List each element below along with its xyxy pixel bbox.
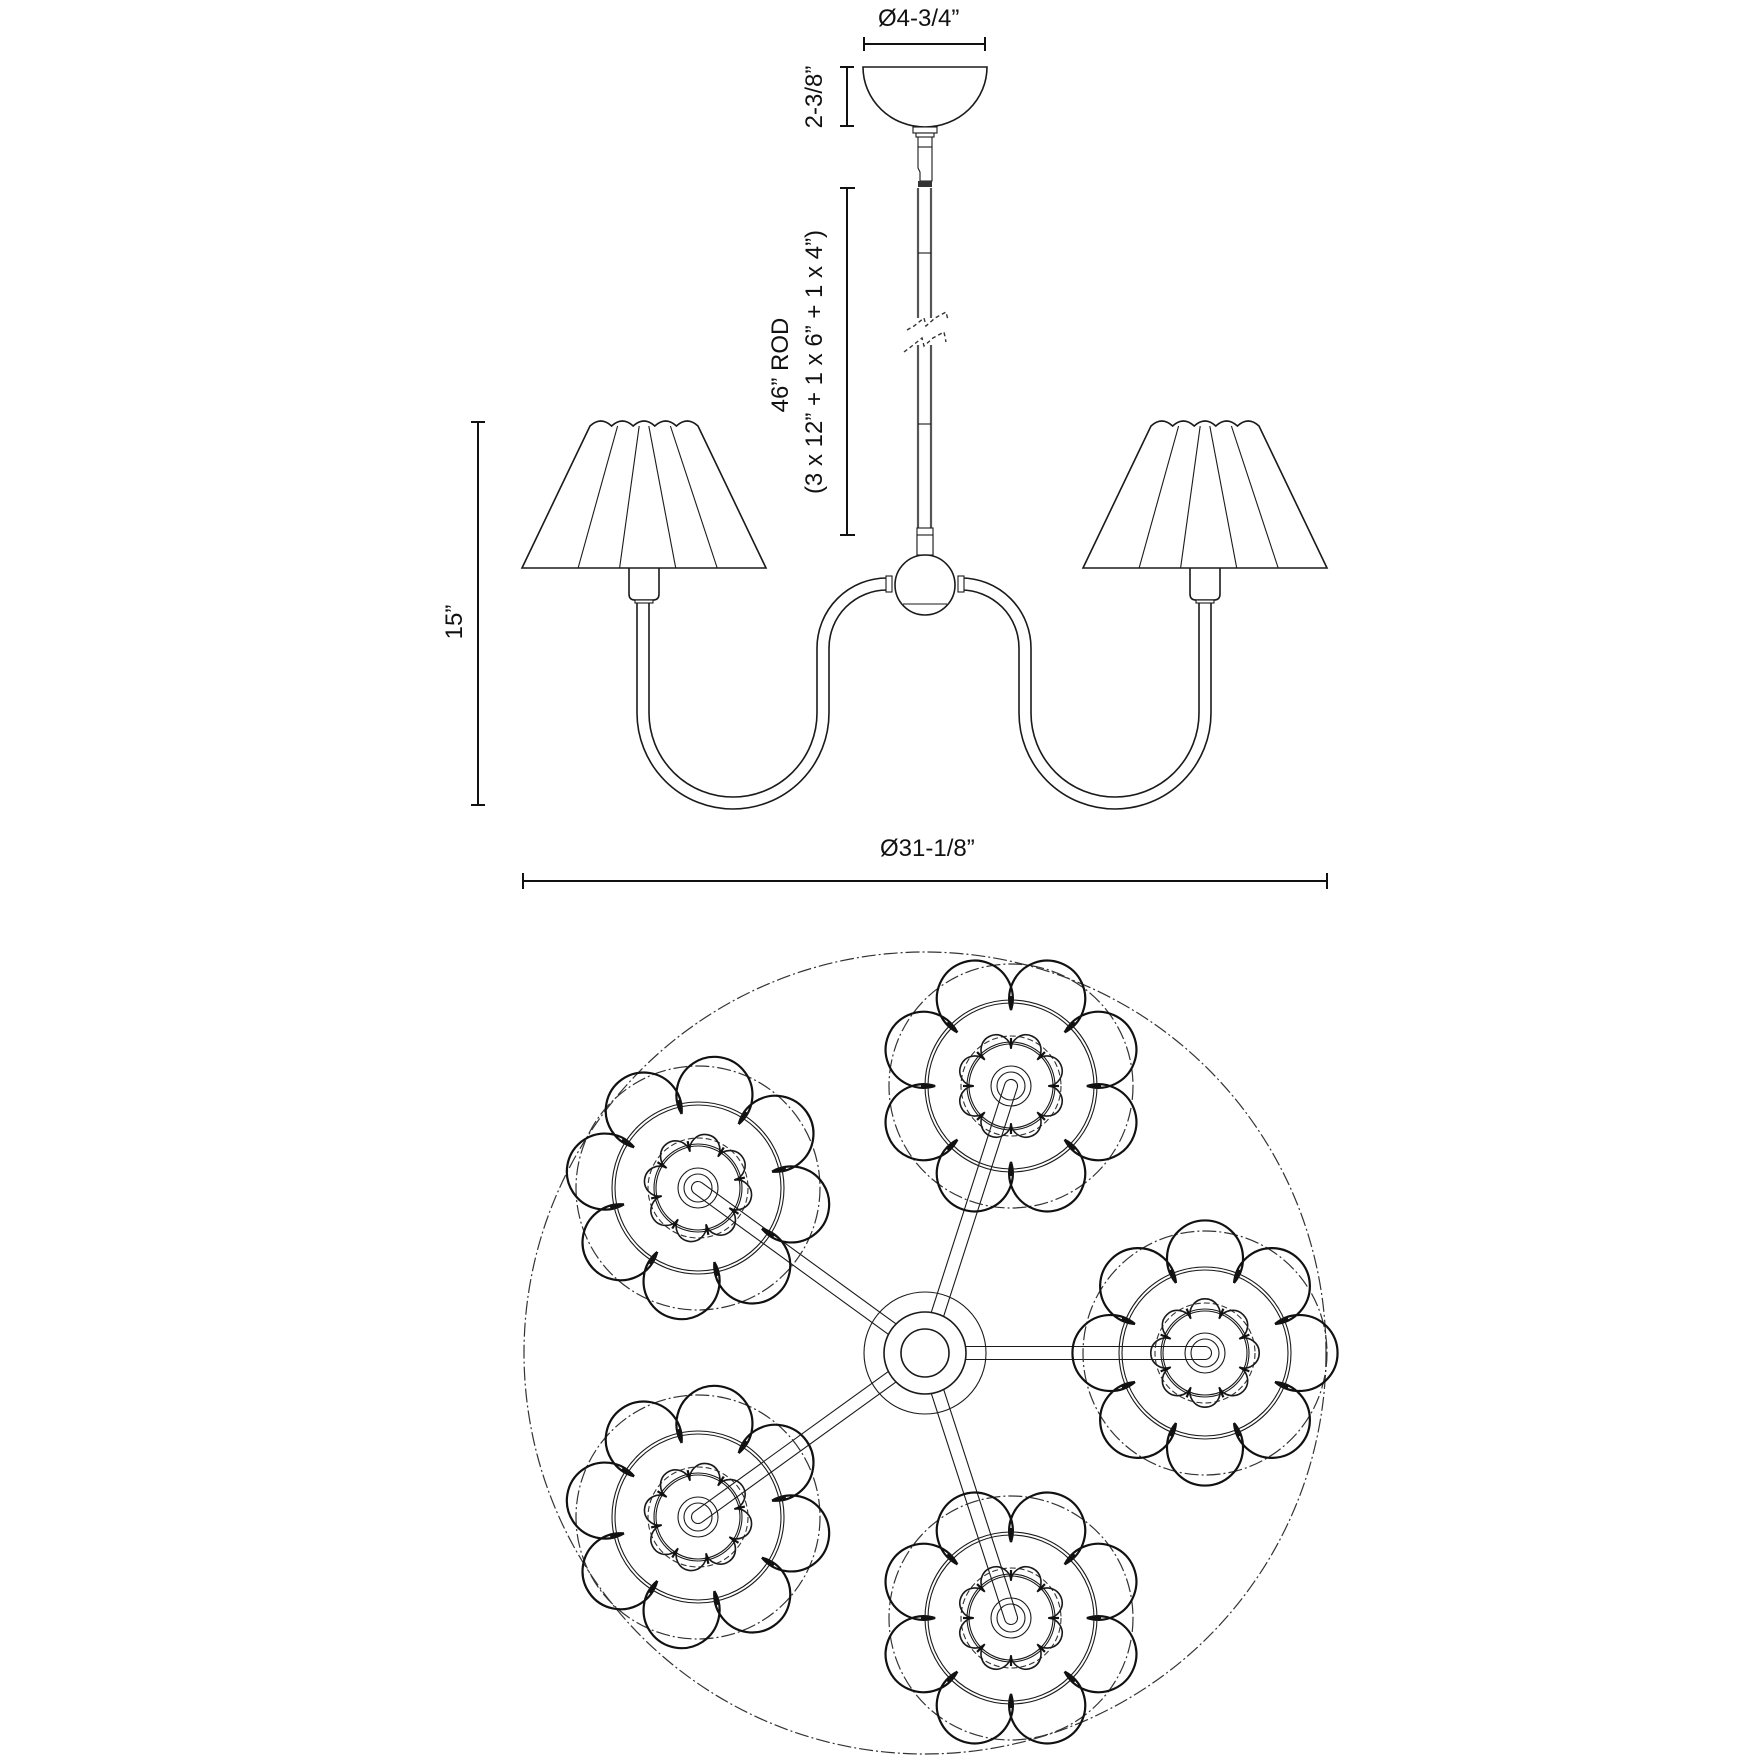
overall-height-label: 15”: [441, 604, 468, 640]
bottom-view: [523, 951, 1339, 1755]
socket-left: [628, 568, 660, 604]
arm-top-left: [690, 1180, 897, 1336]
side-view: [520, 66, 1329, 810]
center-ball: [894, 534, 956, 616]
socket-right: [1189, 568, 1221, 604]
canopy-height-label: 2-3/8”: [801, 65, 828, 129]
rod-length-label: 46” ROD: [767, 317, 794, 413]
canopy-diameter-label: Ø4-3/4”: [878, 5, 960, 32]
arm-bottom-left: [690, 1370, 897, 1525]
canopy: [862, 66, 988, 128]
shade-bottom: [884, 1491, 1138, 1745]
canopy-height-dimension-line: [840, 66, 854, 127]
shade-top: [884, 959, 1138, 1213]
shade-right: [1081, 420, 1329, 569]
shade-left: [520, 420, 768, 569]
shade-bottom-left: [565, 1384, 831, 1650]
bottom-view-shades: [565, 959, 1339, 1745]
overall-height-dimension-line: [471, 421, 485, 806]
overall-diameter-dimension-line: [522, 873, 1328, 889]
hub: [863, 1291, 987, 1415]
shade-right: [1071, 1219, 1339, 1487]
rod: [903, 188, 949, 556]
overall-outline-circle: [523, 951, 1327, 1755]
bottom-view-arms: [690, 1078, 1213, 1625]
rod-length-dimension-line: [840, 187, 855, 536]
arm-right: [965, 1345, 1213, 1361]
canopy-coupler: [912, 126, 938, 187]
rod-break-marks: [903, 310, 949, 353]
rod-breakdown-label: (3 x 12” + 1 x 6” + 1 x 4”): [801, 229, 828, 495]
arm-bottom: [930, 1388, 1019, 1625]
canopy-diameter-dimension-line: [863, 37, 986, 51]
shade-top-left: [565, 1055, 831, 1321]
side-view-shades: [520, 420, 1329, 569]
arm-left: [636, 575, 893, 810]
arm-top: [930, 1078, 1019, 1318]
arm-right: [957, 575, 1212, 810]
dimension-lines: [471, 37, 1328, 889]
overall-diameter-label: Ø31-1/8”: [880, 835, 975, 862]
